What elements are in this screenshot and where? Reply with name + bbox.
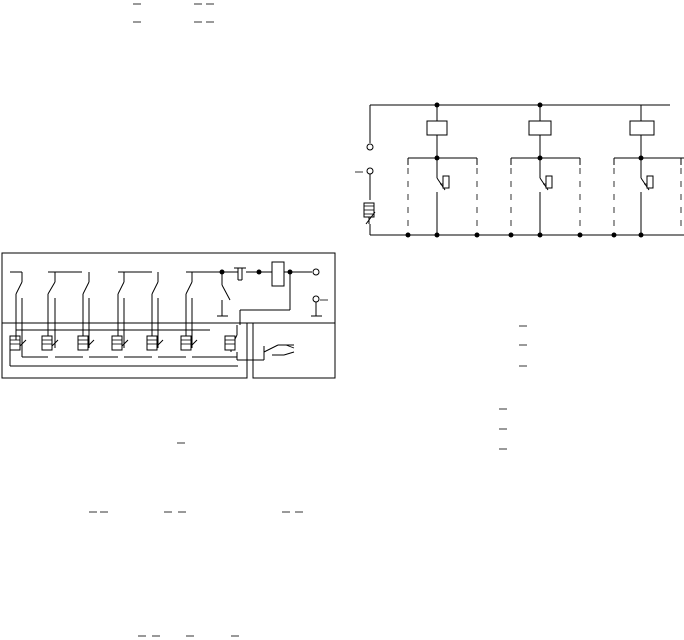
relay-coil-1 <box>426 120 448 136</box>
switch-unit-2 <box>41 272 59 351</box>
right-relay-circuit <box>363 102 684 238</box>
outer-frame-bottom-right <box>252 322 336 379</box>
terminal-bottom <box>366 167 374 175</box>
overbar-marks <box>89 3 527 637</box>
terminal-out <box>312 268 320 276</box>
relay-coil-2 <box>528 120 552 136</box>
relay-branch-2 <box>508 102 583 238</box>
terminal-top <box>366 143 374 151</box>
switch-unit-7 <box>224 325 238 360</box>
switch-unit-6 <box>180 272 198 351</box>
relay-section <box>217 261 322 361</box>
switch-unit-1 <box>9 272 27 351</box>
left-switch-circuit <box>1 252 336 379</box>
relay-branch-3 <box>611 105 684 238</box>
terminal-ground <box>312 295 320 303</box>
switch-unit-5 <box>146 272 164 351</box>
switch-unit-4 <box>111 272 129 351</box>
relay-coil-3 <box>629 120 655 136</box>
switch-unit-3 <box>77 272 95 351</box>
relay-coil-left <box>271 261 285 287</box>
relay-branch-1 <box>405 102 480 238</box>
pushbutton-symbol <box>363 202 376 225</box>
